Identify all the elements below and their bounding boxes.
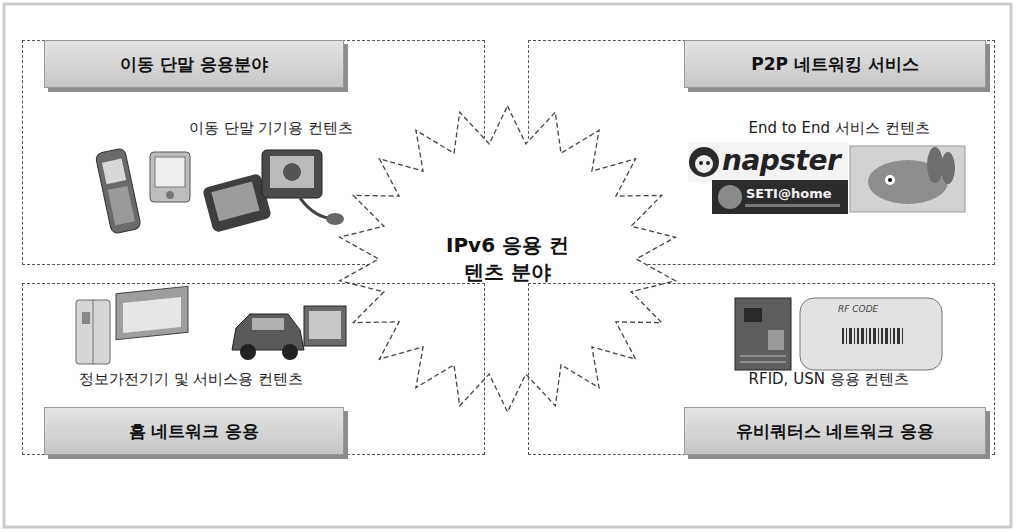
header-text: 홈 네트워크 응용 — [129, 420, 260, 443]
car — [232, 314, 304, 360]
starburst-outline — [335, 103, 680, 415]
home-display — [116, 286, 188, 340]
header-text: 이동 단말 응용분야 — [120, 53, 268, 76]
section-header: 홈 네트워크 응용 — [44, 407, 344, 455]
subtitle-text: 이동 단말 기기용 컨텐츠 — [189, 119, 353, 138]
car-display — [304, 306, 346, 346]
section-header: 유비쿼터스 네트워크 응용 — [684, 407, 986, 455]
pda — [150, 152, 190, 202]
subtitle-text: 정보가전기기 및 서비스용 컨텐츠 — [79, 370, 303, 389]
mobile-phone — [95, 148, 141, 234]
pocket-pc — [202, 150, 344, 233]
center-title: IPv6 응용 컨텐츠 분야 — [443, 232, 573, 286]
dashed-region: 정보가전기기 및 서비스용 컨텐츠홈 네트워크 응용 — [22, 283, 485, 455]
logo-text: SETI@home — [746, 186, 832, 201]
outer-frame — [4, 4, 1011, 527]
starburst-shape — [340, 106, 676, 412]
section-header: 이동 단말 응용분야 — [44, 40, 344, 88]
logo-text: napster — [722, 144, 840, 177]
subtitle-text: End to End 서비스 컨텐츠 — [748, 119, 929, 138]
emule-logo — [850, 146, 965, 212]
dashed-region: RFID, USN 응용 컨텐츠유비쿼터스 네트워크 응용 — [528, 283, 995, 455]
rfid-tag — [800, 298, 942, 370]
seti-logo — [712, 180, 848, 214]
starburst: IPv6 응용 컨텐츠 분야 — [335, 103, 680, 415]
tag-text: RF CODE — [838, 304, 878, 314]
subtitle-text: RFID, USN 응용 컨텐츠 — [749, 370, 910, 389]
header-text: 유비쿼터스 네트워크 응용 — [736, 420, 935, 443]
napster-logo — [688, 142, 848, 182]
section-header: P2P 네트워킹 서비스 — [684, 40, 986, 88]
sensor-board — [735, 298, 791, 370]
header-text: P2P 네트워킹 서비스 — [751, 53, 919, 76]
refrigerator — [76, 300, 110, 364]
